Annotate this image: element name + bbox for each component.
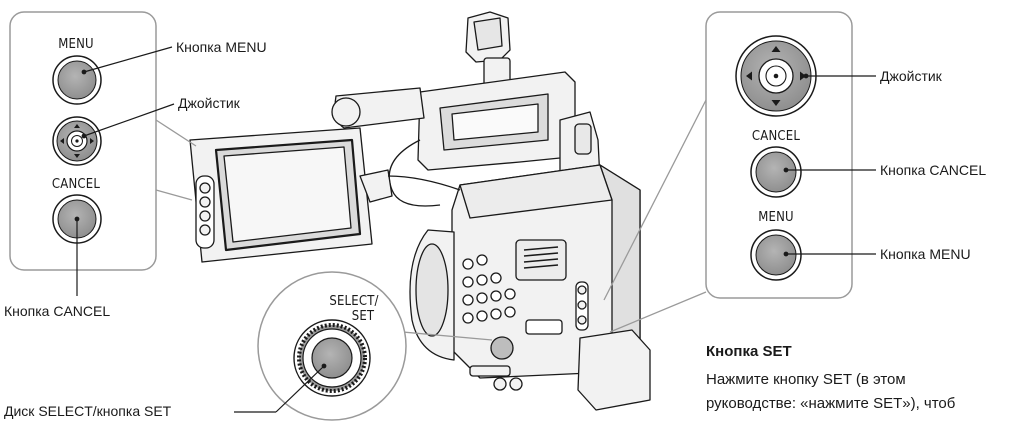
left-joystick-label: Джойстик xyxy=(178,95,241,111)
left-menu-caption: MENU xyxy=(58,37,94,52)
left-menu-button[interactable] xyxy=(53,56,101,104)
right-joystick-label: Джойстик xyxy=(880,68,943,84)
set-section-line1: Нажмите кнопку SET (в этом xyxy=(706,371,906,388)
left-joystick[interactable] xyxy=(53,117,101,165)
right-cancel-label: Кнопка CANCEL xyxy=(880,162,986,178)
right-menu-label: Кнопка MENU xyxy=(880,246,971,262)
dial-label: Диск SELECT/кнопка SET xyxy=(4,403,172,419)
dial-caption-line1: SELECT/ xyxy=(329,294,378,309)
right-button-panel: CANCEL MENU xyxy=(604,12,852,332)
right-menu-caption: MENU xyxy=(758,210,794,225)
right-cancel-caption: CANCEL xyxy=(752,129,800,144)
set-section-heading: Кнопка SET xyxy=(706,343,792,360)
left-button-panel: MENU CANCEL xyxy=(10,12,196,270)
dial-caption-line2: SET xyxy=(352,309,375,324)
set-section-line2: руководстве: «нажмите SET»), чтоб xyxy=(706,395,955,412)
right-cancel-button[interactable] xyxy=(751,147,801,197)
left-cancel-caption: CANCEL xyxy=(52,177,100,192)
left-cancel-label: Кнопка CANCEL xyxy=(4,303,110,319)
left-menu-label: Кнопка MENU xyxy=(176,39,267,55)
right-menu-button[interactable] xyxy=(751,230,801,280)
